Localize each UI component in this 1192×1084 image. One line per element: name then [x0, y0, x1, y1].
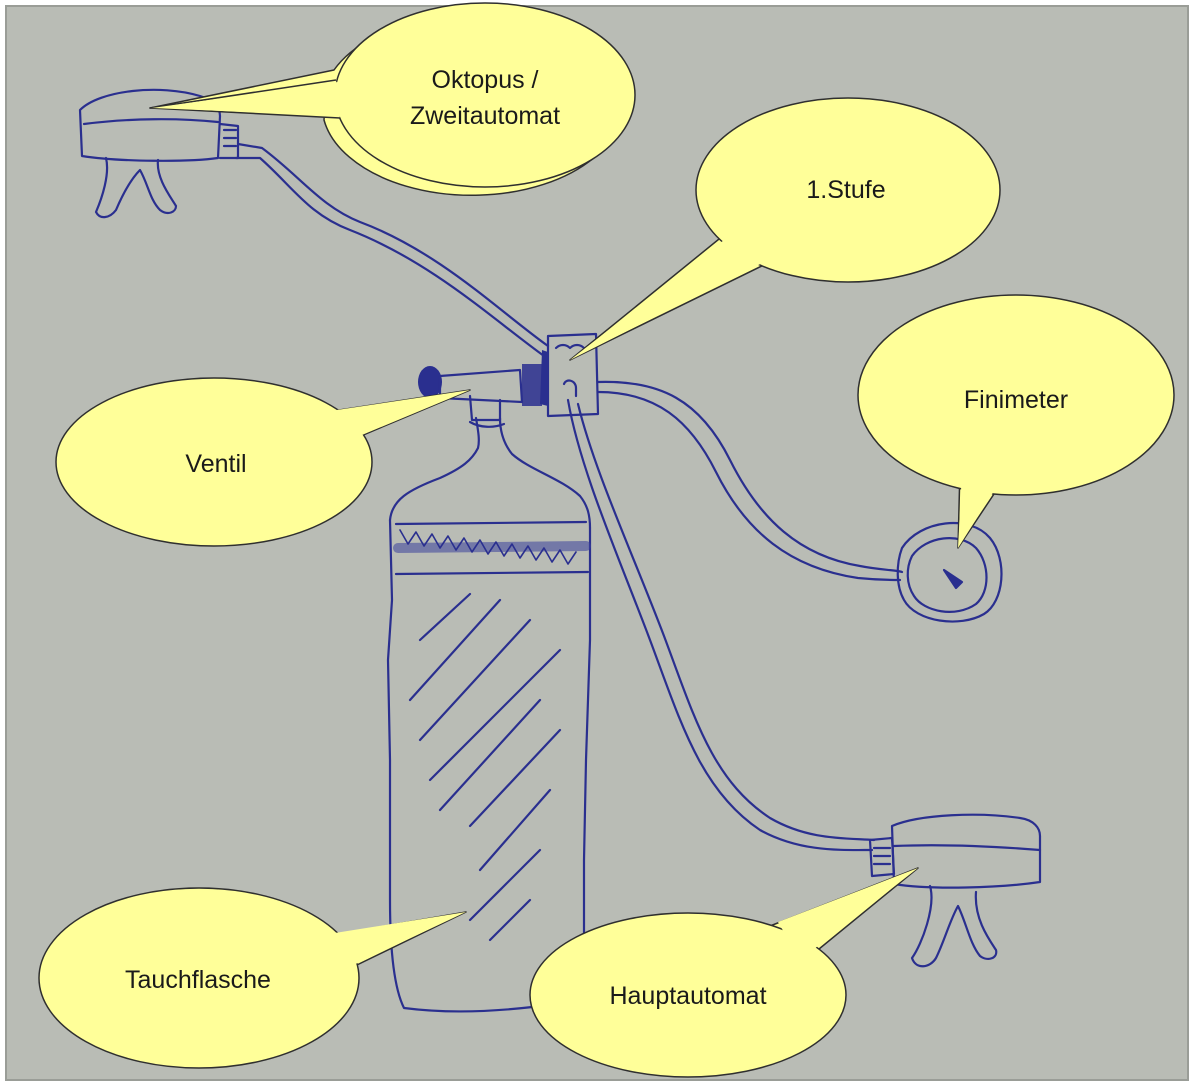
label-finimeter: Finimeter	[866, 382, 1166, 418]
label-oktopus-line1: Oktopus /	[335, 62, 635, 98]
label-oktopus-line2: Zweitautomat	[335, 98, 635, 134]
label-tauchflasche: Tauchflasche	[48, 962, 348, 998]
label-hauptautomat: Hauptautomat	[538, 978, 838, 1014]
label-erste-stufe: 1.Stufe	[696, 172, 996, 208]
label-ventil: Ventil	[66, 446, 366, 482]
label-oktopus: Oktopus / Zweitautomat	[335, 62, 635, 134]
